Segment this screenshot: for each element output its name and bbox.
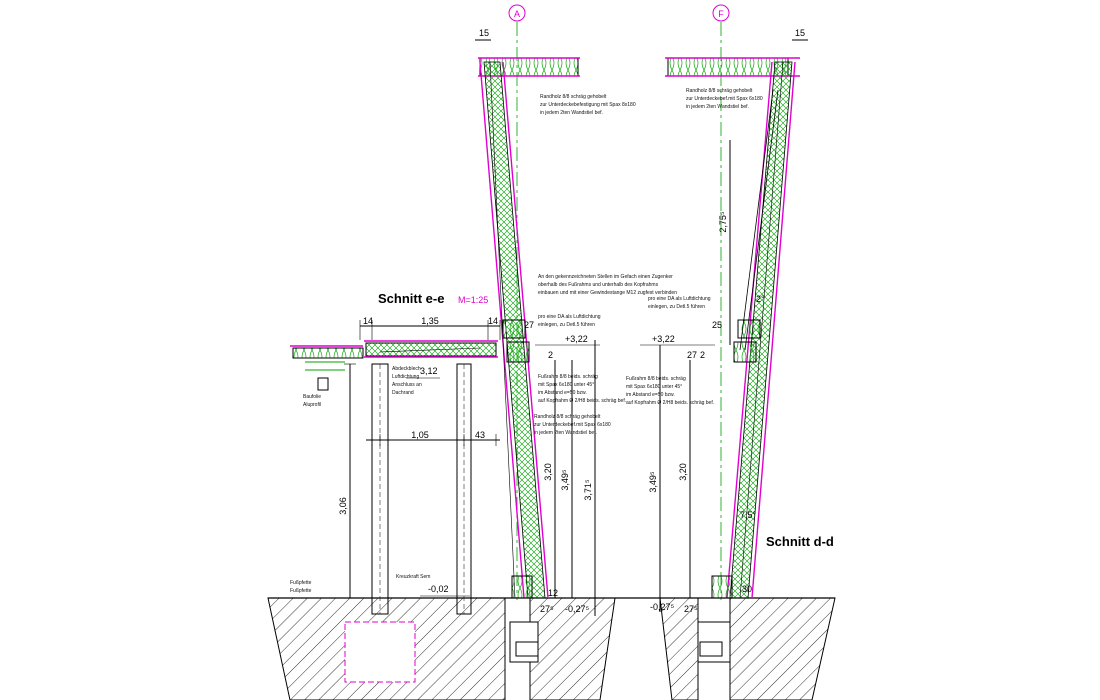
note: in jedem 2ten Wandstiel bef.: [534, 430, 597, 436]
dim-ee-14-right: 14: [488, 316, 498, 326]
dim-mid-275: 27⁵: [540, 604, 554, 614]
note: auf Kopfrahm Ø 2/H8 beids. schräg bef.: [626, 400, 714, 406]
note: Anschluss an: [392, 382, 422, 388]
note: oberhalb des Fußrahms und unterhalb des …: [538, 282, 659, 288]
note: An den gekennzeichneten Stellen im Gefac…: [538, 274, 673, 280]
dim-dd-30: 30: [742, 584, 752, 594]
dim-dd-25: 25: [712, 320, 722, 330]
dim-dd-322: +3,22: [652, 334, 675, 344]
dim-mid-27: 27: [524, 320, 534, 330]
dim-mid-neg0275: -0,27⁵: [565, 604, 590, 614]
dim-dd-275: 2,75⁵: [718, 211, 728, 233]
dim-dd-275b: 27⁵: [684, 604, 698, 614]
axis-f: F: [712, 4, 730, 600]
note: Luftdichtung: [392, 374, 419, 380]
note: Aluprofil: [303, 402, 321, 408]
dim-mid-371: 3,71⁵: [583, 479, 593, 501]
note: mit Spax 6x180 unter 45°: [626, 384, 682, 390]
note: pro eine DA als Luftdichtung: [648, 296, 711, 302]
note: Kreuzkraft Sem: [396, 574, 430, 580]
note: Fußpfette: [290, 580, 312, 586]
section-ee-title: Schnitt e-e: [378, 291, 444, 306]
note: Baufolie: [303, 394, 321, 400]
dim-dd-75: 7,5°: [740, 510, 757, 520]
note: einbauen und mit einer Gewindestange M12…: [538, 290, 677, 296]
note: in jedem 2ten Wandstiel bef.: [540, 110, 603, 116]
note: Randholz 8/8 schräg gehobelt: [686, 88, 753, 94]
wall-a-dimensions: +3,22 3,20 3,49⁵ 3,71⁵ -0,27⁵ 27⁵ 12 2 2…: [524, 320, 600, 616]
dim-mid-322: +3,22: [565, 334, 588, 344]
axis-f-label: F: [718, 9, 724, 19]
axis-a-label: A: [514, 9, 520, 19]
dim-dd-neg0275: -0,27⁵: [650, 602, 675, 612]
note: im Abstand e=50 bzw.: [626, 392, 675, 398]
note: Fußrahm 8/8 beids. schräg: [626, 376, 686, 382]
note: Fußrahm 8/8 beids. schräg: [538, 374, 598, 380]
note: pro eine DA als Luftdichtung: [538, 314, 601, 320]
note: einlegen, zu Detl.5 führen: [648, 304, 705, 310]
dim-ee-14-left: 14: [363, 316, 373, 326]
dim-dd-2deg: 2°: [756, 294, 765, 304]
note: zur Unterdeckebef.mit Spax 6x180: [686, 96, 763, 102]
section-ee-scale: M=1:25: [458, 295, 488, 305]
dim-dd-349: 3,49⁵: [648, 471, 658, 493]
dim-ee-135: 1,35: [421, 316, 439, 326]
wall-a-slanted: [479, 61, 549, 599]
section-dd-title: Schnitt d-d: [766, 534, 834, 549]
wall-f-slanted: [711, 61, 796, 599]
dim-ee-306: 3,06: [338, 497, 348, 515]
dim-ee-105: 1,05: [411, 430, 429, 440]
note: Randholz 8/8 schräg gehobelt: [534, 414, 601, 420]
dim-ee-43: 43: [475, 430, 485, 440]
note: einlegen, zu Detl.5 führen: [538, 322, 595, 328]
dim-top-right-15: 15: [795, 28, 805, 38]
note: in jedem 2ten Wandstiel bef.: [686, 104, 749, 110]
dim-dd-2: 2: [700, 350, 705, 360]
note: Fußpfette: [290, 588, 312, 594]
note: zur Unterdeckebefestigung mit Spax 8x180: [540, 102, 636, 108]
dim-dd-27: 27: [687, 350, 697, 360]
note: zur Unterdeckebef.mit Spax 6x180: [534, 422, 611, 428]
dim-ee-002: -0,02: [428, 584, 449, 594]
dim-mid-2: 2: [548, 350, 553, 360]
note: auf Kopfrahm Ø 2/H8 beids. schräg bef.: [538, 398, 626, 404]
dim-mid-320: 3,20: [543, 463, 553, 481]
dim-ee-312: 3,12: [420, 366, 438, 376]
annotation-notes: Randholz 8/8 schräg gehobelt zur Unterde…: [290, 88, 763, 594]
note: im Abstand e=50 bzw.: [538, 390, 587, 396]
note: Dachrand: [392, 390, 414, 396]
dim-dd-320: 3,20: [678, 463, 688, 481]
section-dd: Schnitt d-d +3,22 25 27 2 3,49⁵ 3,20 2,7…: [640, 140, 834, 614]
dim-mid-12: 12: [548, 588, 558, 598]
dim-top-left-15: 15: [479, 28, 489, 38]
section-ee: Schnitt e-e M=1:25 14 1,35 14 3,12: [290, 291, 501, 615]
dim-mid-349: 3,49⁵: [560, 469, 570, 491]
note: mit Spax 6x180 unter 45°: [538, 382, 594, 388]
note: Abdeckblech: [392, 366, 421, 372]
note: Randholz 8/8 schräg gehobelt: [540, 94, 607, 100]
